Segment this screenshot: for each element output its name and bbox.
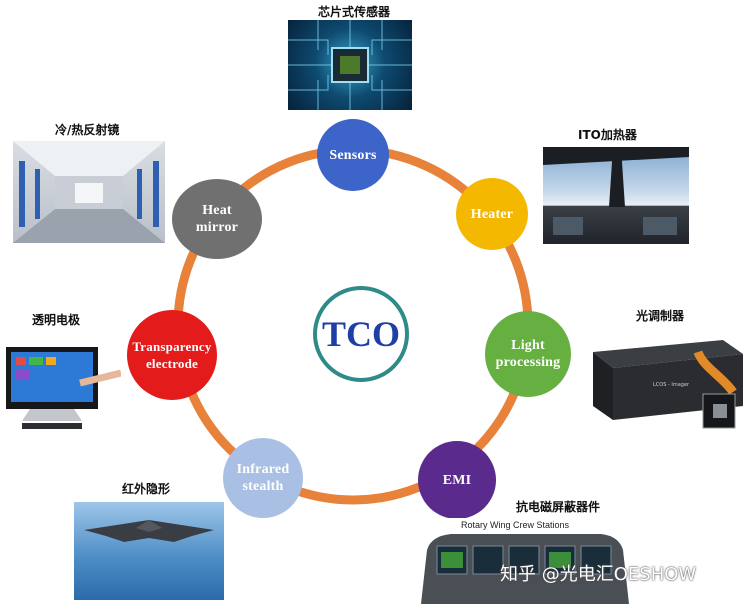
node-infrared-stealth: Infrared stealth [223,438,303,518]
node-heater: Heater [456,178,528,250]
modulator-label: LCOS - Imager [653,382,690,388]
caption-transparency: 透明电极 [32,313,81,327]
heat-mirror-photo [13,141,165,243]
node-sensors: Sensors [317,119,389,191]
node-transparency-electrode: Transparency electrode [127,310,217,400]
caption-emi: 抗电磁屏蔽器件 [516,500,601,514]
caption-infrared: 红外隐形 [122,482,171,496]
caption-heater: ITO加热器 [578,128,637,142]
heater-cockpit-photo [543,147,689,244]
chip-sensor-photo [288,20,412,110]
caption-light: 光调制器 [636,309,685,323]
node-light-processing: Light processing [485,311,571,397]
watermark: 知乎 @光电汇OESHOW [500,564,697,585]
center-tco: TCO [313,286,409,382]
caption-sensors: 芯片式传感器 [318,5,391,19]
node-heat-mirror: Heat mirror [172,179,262,259]
node-emi: EMI [418,441,496,519]
transparency-monitor-photo [0,343,121,433]
light-modulator-photo: LCOS - Imager [583,322,749,434]
caption-heat-mirror: 冷/热反射镜 [55,123,120,137]
emi-panel-photo: Rotary Wing Crew Stations [411,518,634,604]
stealth-bomber-photo [74,502,224,600]
emi-panel-title: Rotary Wing Crew Stations [461,520,570,530]
